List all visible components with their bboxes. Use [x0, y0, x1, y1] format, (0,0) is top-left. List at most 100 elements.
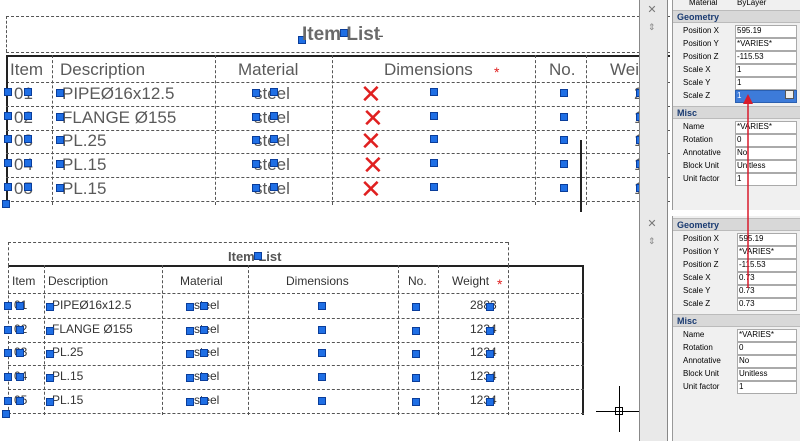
blue-grip-icon[interactable]: [2, 200, 10, 208]
blue-grip-icon[interactable]: [430, 88, 438, 96]
blue-grip-icon[interactable]: [4, 373, 12, 381]
blue-grip-icon[interactable]: [46, 350, 54, 358]
property-field[interactable]: [735, 173, 797, 186]
blue-grip-icon[interactable]: [4, 349, 12, 357]
blue-grip-icon[interactable]: [56, 160, 64, 168]
property-field[interactable]: [735, 77, 797, 90]
property-field[interactable]: [737, 272, 797, 285]
property-row[interactable]: Position Z-115.53: [673, 258, 800, 272]
blue-grip-icon[interactable]: [16, 349, 24, 357]
property-value[interactable]: 0.73: [739, 299, 755, 308]
property-value[interactable]: 0: [739, 343, 744, 352]
blue-grip-icon[interactable]: [560, 184, 568, 192]
property-value[interactable]: -115.53: [739, 260, 766, 269]
blue-grip-icon[interactable]: [4, 88, 12, 96]
blue-grip-icon[interactable]: [200, 373, 208, 381]
property-field[interactable]: [735, 25, 797, 38]
blue-grip-icon[interactable]: [200, 397, 208, 405]
sidebar-grip-icon[interactable]: ⇕: [648, 22, 656, 32]
table1[interactable]: Item List - Item Description Material Di…: [0, 0, 670, 212]
property-value[interactable]: 0: [737, 135, 742, 144]
blue-grip-icon[interactable]: [4, 183, 12, 191]
blue-grip-icon[interactable]: [430, 183, 438, 191]
blue-grip-icon[interactable]: [46, 374, 54, 382]
blue-grip-icon[interactable]: [56, 89, 64, 97]
property-value[interactable]: 0.73: [739, 273, 755, 282]
property-field[interactable]: [735, 134, 797, 147]
blue-grip-icon[interactable]: [252, 136, 260, 144]
property-field[interactable]: [735, 147, 797, 160]
table1-title-grip-2[interactable]: [340, 29, 348, 37]
blue-grip-icon[interactable]: [270, 183, 278, 191]
property-value[interactable]: 595.19: [737, 26, 762, 35]
geometry-section-header-2[interactable]: Geometry: [673, 218, 800, 231]
blue-grip-icon[interactable]: [318, 326, 326, 334]
blue-grip-icon[interactable]: [270, 88, 278, 96]
property-row[interactable]: Position Z-115.53: [673, 50, 800, 64]
property-field[interactable]: [737, 285, 797, 298]
property-row[interactable]: Position Y*VARIES*: [673, 37, 800, 51]
prop-row-material[interactable]: Material ByLayer: [689, 0, 767, 7]
blue-grip-icon[interactable]: [252, 184, 260, 192]
property-field[interactable]: [737, 381, 797, 394]
blue-grip-icon[interactable]: [186, 303, 194, 311]
property-value[interactable]: 1: [737, 91, 742, 100]
blue-grip-icon[interactable]: [4, 326, 12, 334]
blue-grip-icon[interactable]: [24, 112, 32, 120]
blue-grip-icon[interactable]: [24, 159, 32, 167]
blue-grip-icon[interactable]: [186, 350, 194, 358]
blue-grip-icon[interactable]: [24, 135, 32, 143]
blue-grip-icon[interactable]: [46, 327, 54, 335]
blue-grip-icon[interactable]: [252, 160, 260, 168]
property-value[interactable]: *VARIES*: [739, 330, 774, 339]
property-row[interactable]: Name*VARIES*: [673, 328, 800, 342]
property-value[interactable]: 0.73: [739, 286, 755, 295]
blue-grip-icon[interactable]: [486, 398, 494, 406]
blue-grip-icon[interactable]: [200, 302, 208, 310]
table2[interactable]: Item List Item Description Material Dime…: [0, 240, 600, 420]
property-field[interactable]: [737, 329, 797, 342]
table2-title-grip[interactable]: [254, 252, 262, 260]
property-value[interactable]: *VARIES*: [739, 247, 774, 256]
calculator-icon[interactable]: [785, 90, 794, 99]
property-value[interactable]: 1: [737, 174, 742, 183]
table1-title-grip[interactable]: [298, 36, 306, 44]
blue-grip-icon[interactable]: [4, 302, 12, 310]
blue-grip-icon[interactable]: [56, 184, 64, 192]
blue-grip-icon[interactable]: [4, 397, 12, 405]
misc-section-header-2[interactable]: Misc: [673, 314, 800, 327]
property-field[interactable]: [737, 233, 797, 246]
blue-grip-icon[interactable]: [186, 398, 194, 406]
sidebar-close-icon[interactable]: ✕: [647, 4, 657, 16]
property-field[interactable]: [737, 342, 797, 355]
property-field[interactable]: [737, 298, 797, 311]
blue-grip-icon[interactable]: [318, 373, 326, 381]
property-value[interactable]: 1: [737, 78, 742, 87]
property-field[interactable]: [737, 259, 797, 272]
sidebar-grip-icon-2[interactable]: ⇕: [648, 236, 656, 246]
property-field[interactable]: [735, 38, 797, 51]
property-field[interactable]: [737, 246, 797, 259]
blue-grip-icon[interactable]: [486, 374, 494, 382]
property-row[interactable]: Position Y*VARIES*: [673, 245, 800, 259]
blue-grip-icon[interactable]: [560, 136, 568, 144]
property-value[interactable]: 1: [739, 382, 744, 391]
blue-grip-icon[interactable]: [560, 160, 568, 168]
property-value[interactable]: Unitless: [737, 161, 766, 170]
property-value[interactable]: No: [737, 148, 748, 157]
blue-grip-icon[interactable]: [56, 136, 64, 144]
blue-grip-icon[interactable]: [486, 350, 494, 358]
blue-grip-icon[interactable]: [24, 88, 32, 96]
